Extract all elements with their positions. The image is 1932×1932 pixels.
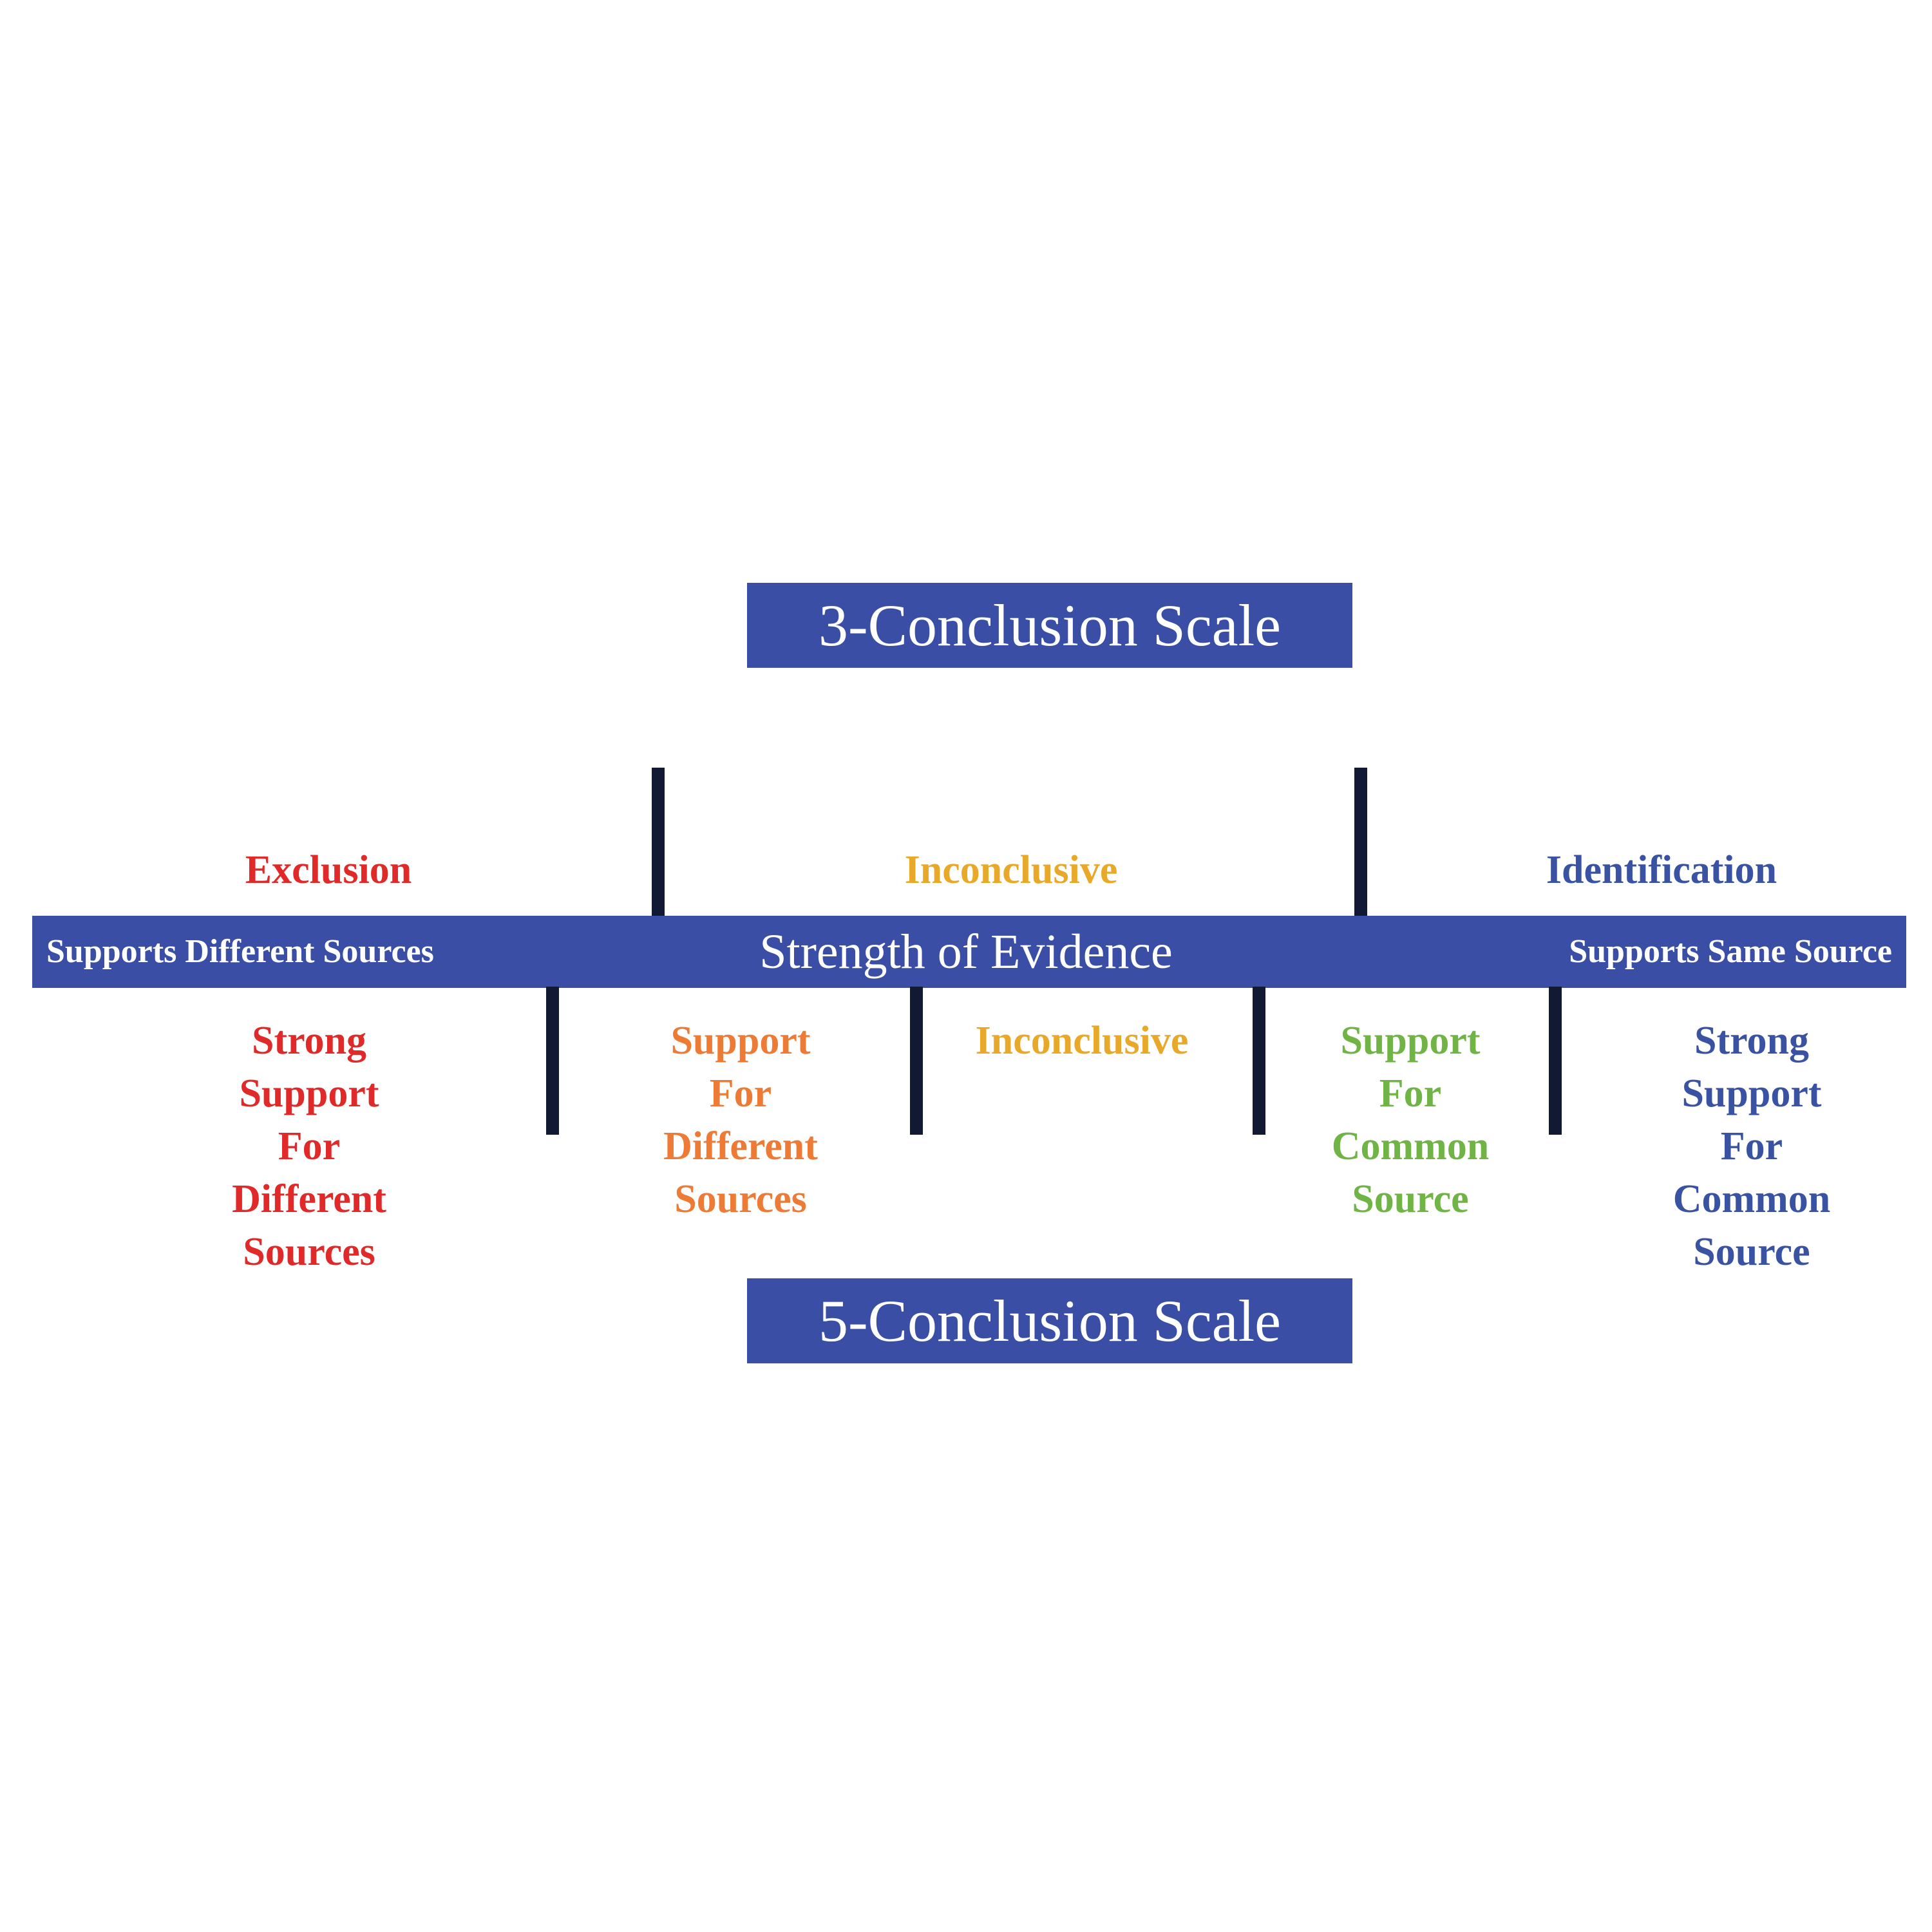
five-conclusion-scale-title: 5-Conclusion Scale	[747, 1278, 1352, 1363]
five-scale-strong-support-common-label: Strong Support For Common Source	[1672, 1019, 1831, 1274]
three-scale-inconclusive-label: Inconclusive	[904, 848, 1118, 892]
five-scale-support-common-label: Support For Common Source	[1331, 1019, 1490, 1221]
three-conclusion-scale-title: 3-Conclusion Scale	[747, 583, 1352, 668]
supports-different-sources-label: Supports Different Sources	[46, 933, 434, 970]
five-scale-inconclusive-label: Inconclusive	[975, 1019, 1189, 1063]
three-scale-identification-label: Identification	[1546, 848, 1777, 892]
five-scale-divider-1	[546, 987, 559, 1135]
five-scale-divider-4	[1549, 987, 1562, 1135]
five-scale-divider-2	[910, 987, 923, 1135]
three-scale-divider-left	[652, 768, 665, 917]
five-scale-support-different-label: Support For Different Sources	[663, 1019, 818, 1221]
three-scale-divider-right	[1354, 768, 1367, 917]
supports-same-source-label: Supports Same Source	[1569, 933, 1892, 970]
three-scale-exclusion-label: Exclusion	[245, 848, 412, 892]
five-scale-strong-support-different-label: Strong Support For Different Sources	[232, 1019, 386, 1274]
strength-of-evidence-label: Strength of Evidence	[759, 925, 1173, 979]
five-scale-divider-3	[1253, 987, 1265, 1135]
strength-of-evidence-bar: Supports Different Sources Strength of E…	[32, 916, 1906, 988]
